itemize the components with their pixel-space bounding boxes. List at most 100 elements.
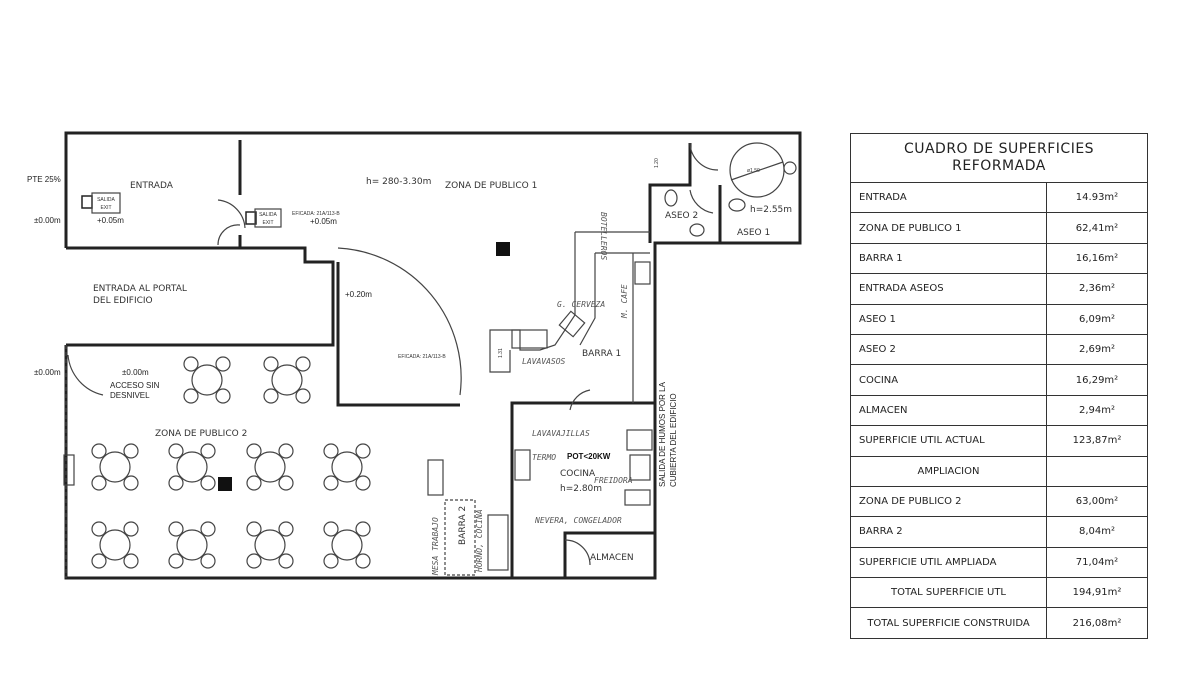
- surface-value: 63,00m²: [1046, 485, 1148, 518]
- room-label-aseo-2: ASEO 2: [665, 211, 698, 221]
- exit-sign-text: SALIDA: [259, 212, 277, 218]
- surface-value: 2,94m²: [1046, 394, 1148, 427]
- chair: [168, 553, 184, 569]
- surface-label: ASEO 1: [850, 303, 1047, 335]
- chair: [323, 553, 339, 569]
- chair: [323, 475, 339, 491]
- kitchen-label: LAVAVAJILLAS: [532, 429, 590, 438]
- kitchen-label: NEVERA, CONGELADOR: [534, 516, 622, 525]
- chair: [355, 521, 371, 537]
- surface-label: ENTRADA: [850, 181, 1047, 214]
- surface-label: TOTAL SUPERFICIE UTL: [850, 577, 1047, 609]
- room-labels: PTE 25% ENTRADA ±0.00m +0.05m EFICADA: 2…: [27, 158, 792, 576]
- slope-label: PTE 25%: [27, 175, 61, 184]
- chair: [278, 443, 294, 459]
- dining-table: [323, 443, 371, 491]
- chair: [278, 553, 294, 569]
- surface-value: 194,91m²: [1046, 577, 1148, 609]
- surface-value: [1046, 455, 1148, 487]
- chair: [200, 475, 216, 491]
- chair: [123, 521, 139, 537]
- dimension-label: 1.31: [498, 348, 504, 358]
- chair: [295, 356, 311, 372]
- surface-value: 6,09m²: [1046, 303, 1148, 335]
- chair: [168, 521, 184, 537]
- chair: [215, 356, 231, 372]
- chair: [323, 521, 339, 537]
- chair: [215, 388, 231, 404]
- level-label: ±0.00m: [34, 368, 61, 377]
- surface-value: 16,16m²: [1046, 242, 1148, 275]
- bar-counter: [218, 231, 651, 491]
- dining-tables: [91, 356, 371, 569]
- doors: [67, 142, 719, 566]
- exit-sign-text: EXIT: [100, 205, 111, 211]
- room-label-barra-2: BARRA 2: [458, 506, 468, 545]
- chair: [123, 553, 139, 569]
- dining-table: [246, 443, 294, 491]
- chair: [91, 553, 107, 569]
- surface-label: ALMACEN: [850, 394, 1047, 427]
- dining-table: [246, 521, 294, 569]
- chair: [123, 475, 139, 491]
- dining-table: [168, 521, 216, 569]
- room-label-barra-1: BARRA 1: [582, 349, 621, 359]
- surface-value: 123,87m²: [1046, 425, 1148, 457]
- bar-label: MESA TRABAJO: [431, 517, 440, 576]
- chair: [200, 521, 216, 537]
- height-label: h= 280-3.30m: [366, 177, 431, 187]
- level-label: ±0.00m: [34, 216, 61, 225]
- surface-value: 62,41m²: [1046, 212, 1148, 244]
- surface-label: TOTAL SUPERFICIE CONSTRUIDA: [850, 607, 1047, 639]
- room-label-aseo-1: ASEO 1: [737, 228, 770, 238]
- walls: [63, 131, 802, 580]
- bar-label: G. CERVEZA: [557, 300, 605, 309]
- surface-label: SUPERFICIE UTIL AMPLIADA: [850, 546, 1047, 579]
- kitchen-label: TERMO: [532, 453, 556, 462]
- room-label-entrada: ENTRADA: [130, 181, 174, 191]
- chair: [355, 553, 371, 569]
- surface-label: AMPLIACION: [850, 455, 1047, 487]
- kitchen-label: HORNO, COCINA: [475, 509, 484, 573]
- chair: [263, 388, 279, 404]
- room-label-zona-publico-1: ZONA DE PUBLICO 1: [445, 181, 537, 191]
- level-label: ±0.00m: [122, 368, 149, 377]
- height-label: h=2.80m: [560, 484, 602, 494]
- column-2: [218, 477, 232, 491]
- dining-table: [91, 521, 139, 569]
- dining-table: [91, 443, 139, 491]
- surface-value: 14.93m²: [1046, 181, 1148, 214]
- chair: [183, 388, 199, 404]
- chair: [295, 388, 311, 404]
- portal-label: DEL EDIFICIO: [93, 296, 153, 306]
- exit-signs: SALIDA EXIT SALIDA EXIT: [81, 192, 282, 228]
- chair: [91, 521, 107, 537]
- surface-label: BARRA 1: [850, 242, 1047, 275]
- chair: [168, 475, 184, 491]
- access-label: ACCESO SIN: [110, 381, 160, 390]
- chair: [200, 443, 216, 459]
- surface-value: 16,29m²: [1046, 364, 1148, 396]
- surface-label: SUPERFICIE UTIL ACTUAL: [850, 425, 1047, 457]
- chair: [246, 553, 262, 569]
- dining-table: [323, 521, 371, 569]
- chair: [91, 475, 107, 491]
- chair: [246, 475, 262, 491]
- surface-value: 71,04m²: [1046, 546, 1148, 579]
- chair: [278, 475, 294, 491]
- chair: [355, 443, 371, 459]
- chair: [246, 443, 262, 459]
- bar-label: BOTELLEROS: [599, 212, 608, 260]
